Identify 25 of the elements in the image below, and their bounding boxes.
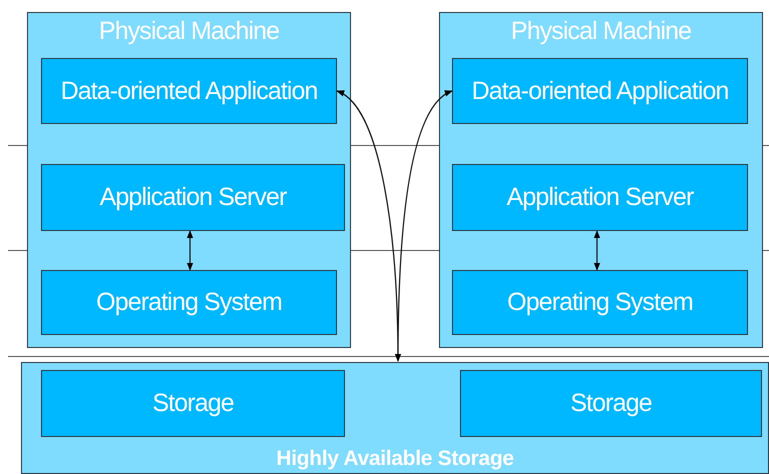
- layer-box: [41, 58, 337, 124]
- layer-label: Application Server: [100, 183, 286, 212]
- layer-label: Storage: [570, 389, 652, 418]
- panel-title: Physical Machine: [510, 17, 692, 46]
- layer-box: [452, 164, 748, 231]
- arrow: [394, 90, 453, 362]
- panel-title: Highly Available Storage: [276, 447, 514, 471]
- layer-box: [41, 370, 345, 437]
- layer-box: [460, 370, 762, 437]
- storage-panel: [21, 362, 769, 474]
- machine-panel: [439, 12, 763, 348]
- layer-box: [41, 270, 337, 335]
- layer-label: Data-oriented Application: [472, 76, 728, 106]
- layer-label: Application Server: [506, 183, 694, 212]
- layer-label: Operating System: [96, 288, 282, 317]
- layer-box: [452, 270, 748, 335]
- layer-box: [41, 164, 345, 231]
- layer-label: Operating System: [507, 288, 693, 317]
- layer-label: Storage: [152, 389, 234, 418]
- layer-label: Data-oriented Application: [60, 76, 318, 106]
- arrow: [594, 230, 600, 271]
- panel-title: Physical Machine: [98, 17, 280, 46]
- layer-box: [452, 58, 748, 124]
- arrow: [186, 230, 194, 271]
- machine-panel: [27, 12, 351, 348]
